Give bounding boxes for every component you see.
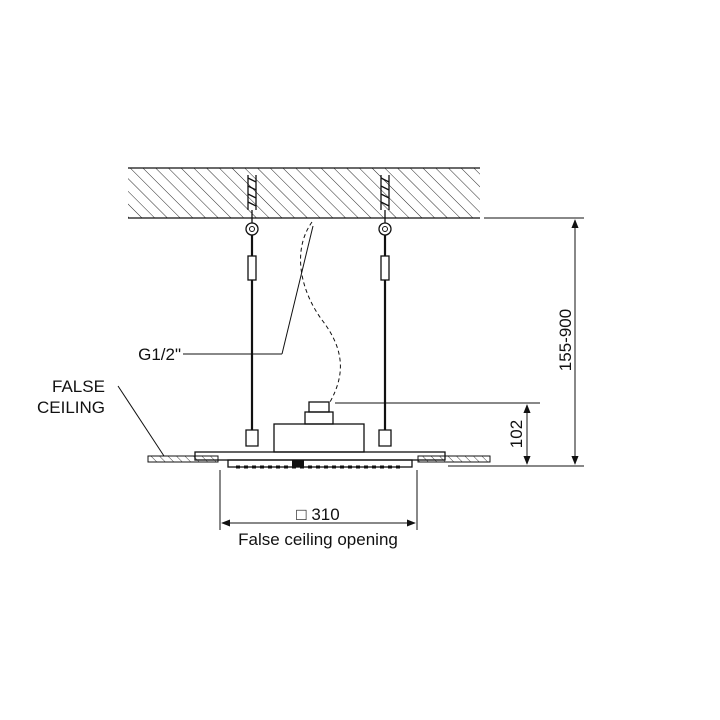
opening-size-value: 310 [311,505,339,524]
false-ceiling [147,455,491,463]
right-suspension-cable [378,175,392,447]
left-suspension-cable [245,175,259,447]
height-range-dimension: 155-900 [448,217,584,467]
body-height-label: 102 [507,420,526,448]
height-range-label: 155-900 [556,309,575,371]
thread-label: G1/2" [138,345,181,364]
body-height-dimension: 102 [335,402,540,465]
false-ceiling-callout: FALSE CEILING [37,377,165,457]
flexible-hose [300,221,341,403]
opening-caption: False ceiling opening [238,530,398,549]
thread-callout: G1/2" [138,225,314,364]
opening-dimension: □ 310 False ceiling opening [219,470,418,549]
false-ceiling-label-line2: CEILING [37,398,105,417]
false-ceiling-label-line1: FALSE [52,377,105,396]
shower-head [194,401,446,469]
ceiling-slab [128,167,480,219]
square-symbol: □ [296,505,306,524]
opening-size-label: □ 310 [296,505,339,524]
